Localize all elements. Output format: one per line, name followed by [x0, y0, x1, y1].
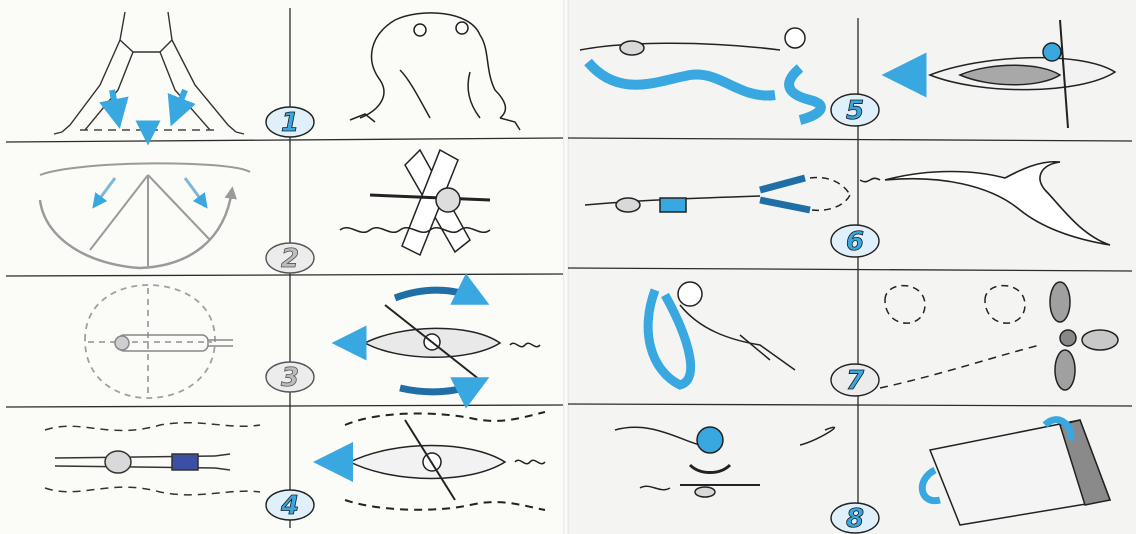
section-number-4: 4: [280, 491, 299, 521]
row-divider-7: [568, 404, 1132, 406]
section-number-5: 5: [846, 96, 864, 126]
section-number-1: 1: [281, 108, 299, 138]
frog-icon: [350, 13, 520, 130]
number-badge-2: 2: [266, 243, 314, 274]
section-number-6: 6: [846, 227, 864, 257]
rolling-cylinder-icon: [922, 420, 1110, 525]
number-badge-4: 4: [266, 490, 314, 521]
freestyle-swimmer-icon: [580, 28, 821, 120]
section-number-3: 3: [281, 363, 299, 393]
dolphin-icon: [860, 162, 1110, 245]
butterfly-swimmer-icon: [615, 427, 835, 497]
section-number-8: 8: [846, 504, 864, 534]
number-badge-7: 7: [831, 364, 879, 396]
number-badge-6: 6: [831, 225, 879, 257]
kayak-icon: [342, 290, 540, 392]
row-divider-1: [6, 138, 563, 142]
row-divider-3: [6, 405, 563, 407]
row-divider-5: [568, 138, 1132, 141]
swimmer-glide-icon: [45, 423, 260, 495]
propeller-icon: [880, 282, 1118, 390]
kayak-icon-row4: [325, 412, 545, 510]
row-divider-6: [568, 268, 1132, 271]
swimmer-scull-icon: [648, 282, 795, 385]
legs-kick-icon: [54, 12, 244, 138]
number-badge-8: 8: [831, 503, 879, 534]
paddle-wheel-icon: [340, 150, 490, 255]
kayak-icon-row5: [895, 20, 1115, 128]
number-badge-3: 3: [266, 362, 314, 393]
section-number-7: 7: [846, 366, 865, 396]
row-divider-2: [6, 274, 563, 276]
swimmer-topdown-icon: [85, 285, 215, 398]
underwater-swimmer-icon: [585, 177, 850, 212]
section-number-2: 2: [281, 244, 299, 274]
arm-circle-icon: [40, 163, 250, 268]
number-badge-5: 5: [831, 94, 879, 126]
number-badge-1: 1: [266, 107, 314, 138]
